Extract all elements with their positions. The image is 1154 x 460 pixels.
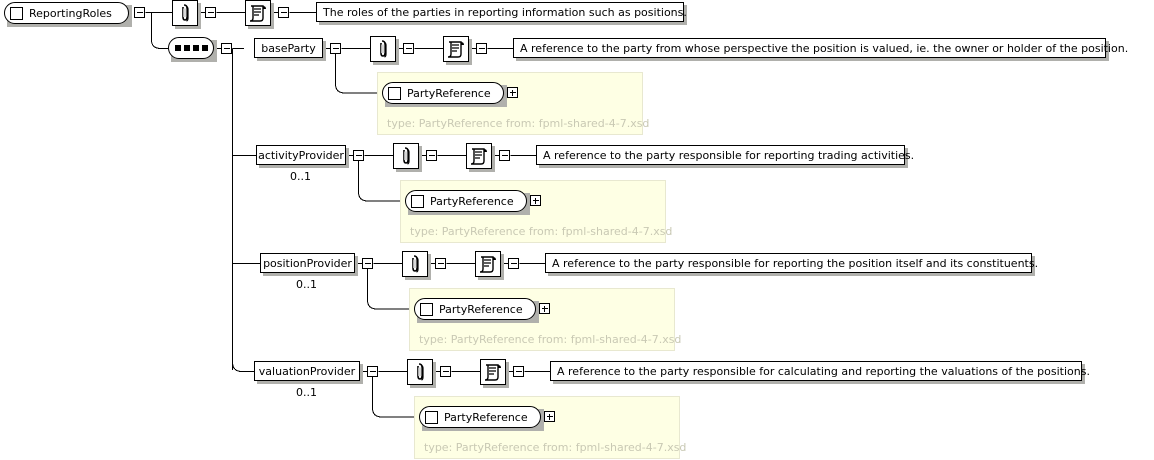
documentation-icon <box>249 5 266 22</box>
root-element-label: ReportingRoles <box>29 6 112 20</box>
annotation-icon <box>412 255 419 273</box>
element-icon <box>10 6 23 20</box>
activityprovider-partyreference-expand-toggle[interactable] <box>530 195 541 206</box>
annotation-icon <box>403 147 410 165</box>
root-documentation-text: The roles of the parties in reporting in… <box>316 2 687 22</box>
sequence-compositor[interactable] <box>168 37 217 62</box>
activityprovider-partyreference-label: PartyReference <box>430 194 514 208</box>
element-icon <box>425 410 438 424</box>
baseparty-partyreference[interactable]: PartyReference <box>382 82 507 107</box>
documentation-icon <box>479 256 496 273</box>
activityprovider-partyreference[interactable]: PartyReference <box>405 190 530 215</box>
element-activityprovider[interactable]: activityProvider <box>256 145 349 168</box>
element-valuationprovider[interactable]: valuationProvider <box>254 361 363 384</box>
baseparty-documentation-icon-box[interactable] <box>443 36 472 65</box>
root-documentation-toggle[interactable] <box>278 7 289 18</box>
activityprovider-documentation-box: A reference to the party responsible for… <box>536 145 914 168</box>
documentation-icon <box>447 41 464 58</box>
element-icon <box>420 302 433 316</box>
positionprovider-documentation-text: A reference to the party responsible for… <box>545 253 1038 273</box>
positionprovider-cardinality: 0..1 <box>296 278 317 291</box>
baseparty-reference-type-label: type: PartyReference from: fpml-shared-4… <box>387 117 650 130</box>
positionprovider-partyreference-expand-toggle[interactable] <box>539 303 550 314</box>
positionprovider-documentation-icon-box[interactable] <box>475 251 504 280</box>
valuationprovider-partyreference-expand-toggle[interactable] <box>544 411 555 422</box>
positionprovider-partyreference[interactable]: PartyReference <box>414 298 539 323</box>
baseparty-partyreference-expand-toggle[interactable] <box>507 87 518 98</box>
annotation-icon <box>380 40 387 58</box>
positionprovider-documentation-box: A reference to the party responsible for… <box>545 253 1038 276</box>
element-icon <box>411 194 424 208</box>
element-positionprovider-toggle[interactable] <box>362 258 373 269</box>
annotation-icon <box>182 4 189 22</box>
sequence-dot <box>174 45 181 51</box>
sequence-dot <box>183 45 190 51</box>
baseparty-documentation-box: A reference to the party from whose pers… <box>513 38 1128 61</box>
element-baseparty-toggle[interactable] <box>330 43 341 54</box>
activityprovider-documentation-text: A reference to the party responsible for… <box>536 145 914 165</box>
valuationprovider-partyreference[interactable]: PartyReference <box>419 406 544 431</box>
root-element-reportingroles[interactable]: ReportingRoles <box>4 2 132 27</box>
valuationprovider-documentation-box: A reference to the party responsible for… <box>550 361 1090 384</box>
sequence-collapse-toggle[interactable] <box>221 43 232 54</box>
element-activityprovider-label: activityProvider <box>256 145 346 165</box>
positionprovider-annotation-toggle[interactable] <box>435 258 446 269</box>
baseparty-documentation-text: A reference to the party from whose pers… <box>513 38 1128 58</box>
root-documentation-icon-box[interactable] <box>245 0 274 29</box>
activityprovider-annotation-toggle[interactable] <box>426 150 437 161</box>
activityprovider-cardinality: 0..1 <box>290 170 311 183</box>
valuationprovider-partyreference-label: PartyReference <box>444 410 528 424</box>
baseparty-annotation-toggle[interactable] <box>403 43 414 54</box>
annotation-icon <box>417 363 424 381</box>
valuationprovider-annotation-toggle[interactable] <box>440 366 451 377</box>
positionprovider-annotation-icon-box[interactable] <box>402 251 431 280</box>
baseparty-partyreference-label: PartyReference <box>407 86 491 100</box>
activityprovider-reference-type-label: type: PartyReference from: fpml-shared-4… <box>410 225 673 238</box>
root-collapse-toggle[interactable] <box>134 7 145 18</box>
valuationprovider-documentation-icon-box[interactable] <box>480 359 509 388</box>
baseparty-documentation-toggle[interactable] <box>476 43 487 54</box>
element-positionprovider[interactable]: positionProvider <box>260 253 358 276</box>
root-annotation-toggle[interactable] <box>205 7 216 18</box>
baseparty-annotation-icon-box[interactable] <box>370 36 399 65</box>
activityprovider-documentation-icon-box[interactable] <box>466 143 495 172</box>
valuationprovider-reference-type-label: type: PartyReference from: fpml-shared-4… <box>424 441 687 454</box>
element-baseparty-label: baseParty <box>254 38 323 58</box>
activityprovider-annotation-icon-box[interactable] <box>393 143 422 172</box>
sequence-dot <box>201 45 208 51</box>
valuationprovider-documentation-toggle[interactable] <box>513 366 524 377</box>
element-positionprovider-label: positionProvider <box>260 253 355 273</box>
root-documentation-box: The roles of the parties in reporting in… <box>316 2 687 25</box>
positionprovider-reference-type-label: type: PartyReference from: fpml-shared-4… <box>419 333 682 346</box>
element-baseparty[interactable]: baseParty <box>254 38 326 61</box>
element-icon <box>388 86 401 100</box>
valuationprovider-documentation-text: A reference to the party responsible for… <box>550 361 1090 381</box>
root-annotation-icon-box[interactable] <box>172 0 201 29</box>
valuationprovider-annotation-icon-box[interactable] <box>407 359 436 388</box>
positionprovider-partyreference-label: PartyReference <box>439 302 523 316</box>
documentation-icon <box>484 364 501 381</box>
element-valuationprovider-label: valuationProvider <box>254 361 360 381</box>
valuationprovider-cardinality: 0..1 <box>296 386 317 399</box>
positionprovider-documentation-toggle[interactable] <box>508 258 519 269</box>
element-activityprovider-toggle[interactable] <box>353 150 364 161</box>
documentation-icon <box>470 148 487 165</box>
element-valuationprovider-toggle[interactable] <box>367 366 378 377</box>
activityprovider-documentation-toggle[interactable] <box>499 150 510 161</box>
sequence-dot <box>192 45 199 51</box>
